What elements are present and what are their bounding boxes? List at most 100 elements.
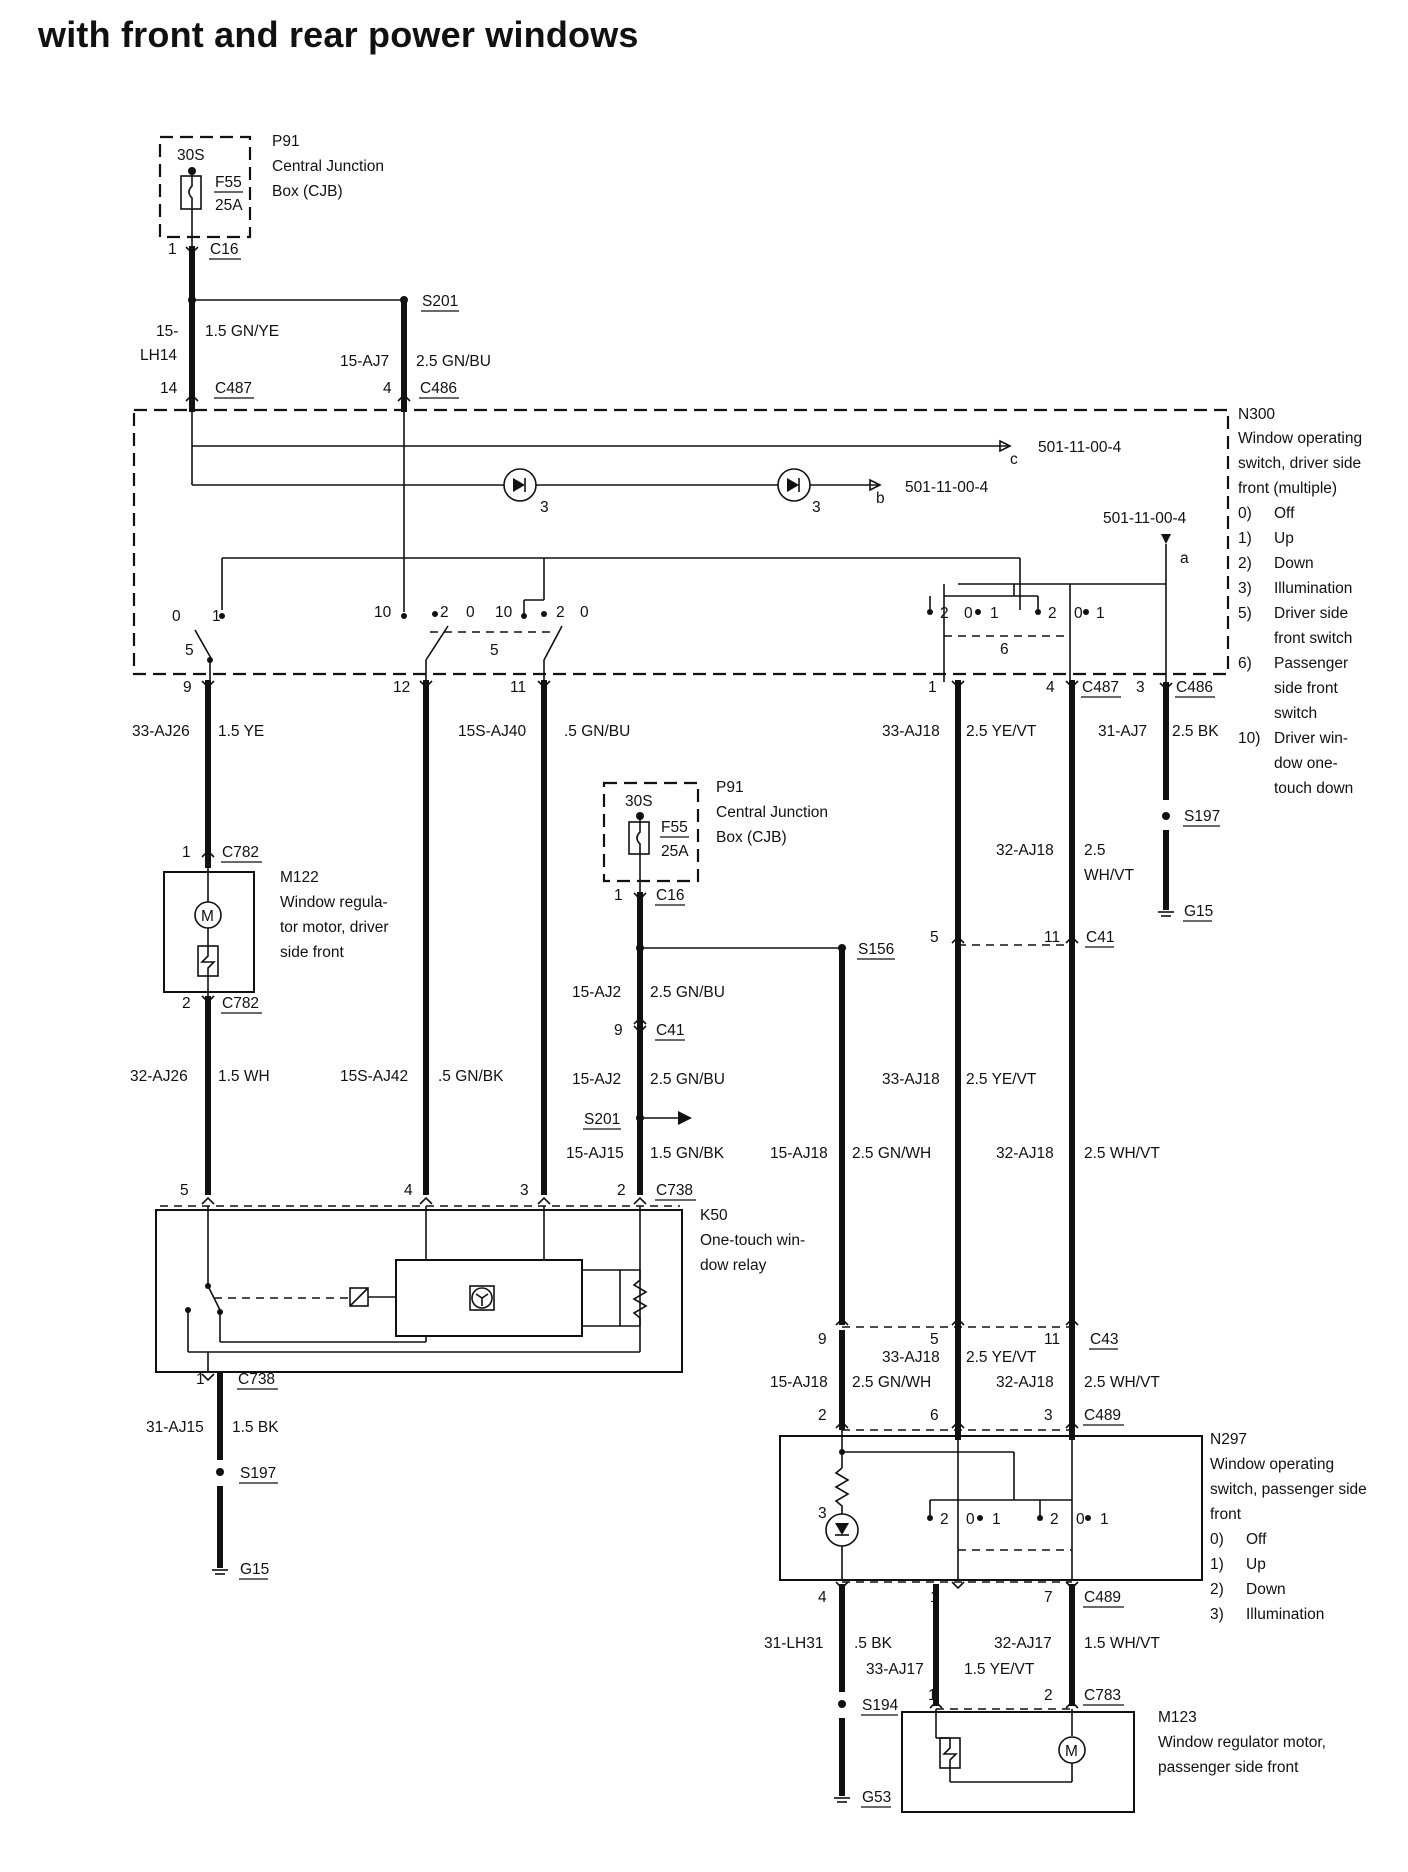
p91-name: Central Junction (272, 158, 384, 175)
sw-label: 1 (212, 608, 221, 625)
wire-circuit: 33-AJ18 (882, 723, 940, 740)
pin-label: 11 (1044, 1331, 1060, 1348)
wire-spec: .5 BK (854, 1635, 893, 1652)
p91-circuit: 30S (625, 793, 653, 810)
svg-text:1): 1) (1238, 530, 1252, 547)
fuse-icon (180, 175, 202, 210)
page-title: with front and rear power windows (38, 14, 639, 55)
ground-label: G15 (240, 1561, 269, 1578)
wire-circuit: 15-AJ2 (572, 984, 621, 1001)
wire-circuit: 33-AJ18 (882, 1071, 940, 1088)
wire-circuit: 15- (156, 323, 178, 340)
svg-text:Illumination: Illumination (1246, 1606, 1324, 1623)
pin-label: 5 (930, 1331, 939, 1348)
wire-spec: 1.5 BK (232, 1419, 279, 1436)
wire-circuit: 32-AJ17 (994, 1635, 1052, 1652)
sw-label: 5 (185, 642, 194, 659)
pin-label: 1 (928, 679, 937, 696)
sw-label: 6 (1000, 641, 1009, 658)
wire-circuit: 32-AJ18 (996, 1145, 1054, 1162)
wire-spec: 1.5 YE/VT (964, 1661, 1035, 1678)
wire-circuit: 15-AJ2 (572, 1071, 621, 1088)
sw-label: 0 (966, 1511, 975, 1528)
ref-letter: c (1010, 451, 1018, 468)
m122-code: M122 (280, 869, 319, 886)
relay-module-icon (395, 1259, 583, 1337)
wire-circuit: 33-AJ26 (132, 723, 190, 740)
svg-text:Passenger: Passenger (1274, 655, 1348, 672)
wire-spec: 1.5 YE (218, 723, 264, 740)
m123-code: M123 (1158, 1709, 1197, 1726)
connector-label: C486 (420, 380, 457, 397)
wire-circuit: 31-AJ15 (146, 1419, 204, 1436)
svg-text:Up: Up (1274, 530, 1294, 547)
wire-spec: .5 GN/BU (564, 723, 630, 740)
splice-label: S201 (422, 293, 458, 310)
ref-letter: b (876, 490, 885, 507)
wire-spec: 2.5 (1084, 842, 1106, 859)
pin-label: 1 (182, 844, 191, 861)
k50-code: K50 (700, 1207, 728, 1224)
m122-desc: Window regula- (280, 894, 388, 911)
p91-name: Box (CJB) (716, 829, 787, 846)
resistor-icon (834, 1467, 850, 1514)
pin-label: 2 (617, 1182, 626, 1199)
wire-spec: .5 GN/BK (438, 1068, 504, 1085)
m122-desc: side front (280, 944, 344, 961)
n300-desc: switch, driver side (1238, 455, 1361, 472)
splice-label: S197 (240, 1465, 276, 1482)
ref-label: 501-11-00-4 (1103, 510, 1187, 527)
motor-m122: M (163, 868, 255, 996)
wire-circuit: 32-AJ18 (996, 1374, 1054, 1391)
connector-label: C16 (210, 241, 238, 258)
connector-label: C41 (656, 1022, 684, 1039)
n297-code: N297 (1210, 1431, 1247, 1448)
pin-label: 5 (180, 1182, 189, 1199)
m123-desc: passenger side front (1158, 1759, 1299, 1776)
sw-label: 2 (556, 604, 565, 621)
splice-label: S194 (862, 1697, 899, 1714)
pin-label: 3 (520, 1182, 529, 1199)
wire-circuit: 15-AJ18 (770, 1145, 828, 1162)
svg-text:M: M (201, 908, 214, 925)
connector-label: C489 (1084, 1589, 1121, 1606)
svg-text:Illumination: Illumination (1274, 580, 1352, 597)
pin-label: 1 (168, 241, 177, 258)
p91-code: P91 (272, 133, 300, 150)
wire-circuit: 31-AJ7 (1098, 723, 1147, 740)
svg-text:3): 3) (1210, 1606, 1224, 1623)
wire-circuit: 15-AJ15 (566, 1145, 624, 1162)
pin-label: 11 (1044, 929, 1060, 946)
pin-label: 14 (160, 380, 178, 397)
svg-text:Down: Down (1274, 555, 1314, 572)
m123-desc: Window regulator motor, (1158, 1734, 1326, 1751)
connector-label: C41 (1086, 929, 1114, 946)
pin-label: 4 (383, 380, 392, 397)
pin-label: 3 (1136, 679, 1145, 696)
sw-label: 2 (1048, 605, 1057, 622)
wire-spec: 2.5 GN/BU (650, 1071, 725, 1088)
svg-text:6): 6) (1238, 655, 1252, 672)
connector-label: C487 (215, 380, 252, 397)
svg-text:dow one-: dow one- (1274, 755, 1338, 772)
pin-label: 9 (818, 1331, 827, 1348)
wire-spec: 2.5 GN/BU (650, 984, 725, 1001)
svg-text:switch: switch (1274, 705, 1317, 722)
pin-label: 2 (818, 1407, 827, 1424)
sw-label: 2 (440, 604, 449, 621)
svg-text:Up: Up (1246, 1556, 1266, 1573)
sw-label: 0 (1074, 605, 1083, 622)
pin-label: 1 (614, 887, 623, 904)
fuse-box-p91-mid: 30S F55 25A (602, 781, 700, 892)
wire-spec: 1.5 WH/VT (1084, 1635, 1160, 1652)
pin-label: 5 (930, 929, 939, 946)
splice-label: S201 (584, 1111, 620, 1128)
n300-legend: 0)Off 1)Up 2)Down 3)Illumination 5)Drive… (1238, 505, 1353, 797)
p91-name: Central Junction (716, 804, 828, 821)
k50-desc: One-touch win- (700, 1232, 805, 1249)
sw-label: 2 (940, 1511, 949, 1528)
wire-circuit: 32-AJ26 (130, 1068, 188, 1085)
sw-label: 1 (1100, 1511, 1109, 1528)
wire-spec: 2.5 YE/VT (966, 723, 1037, 740)
pin-label: 4 (818, 1589, 827, 1606)
